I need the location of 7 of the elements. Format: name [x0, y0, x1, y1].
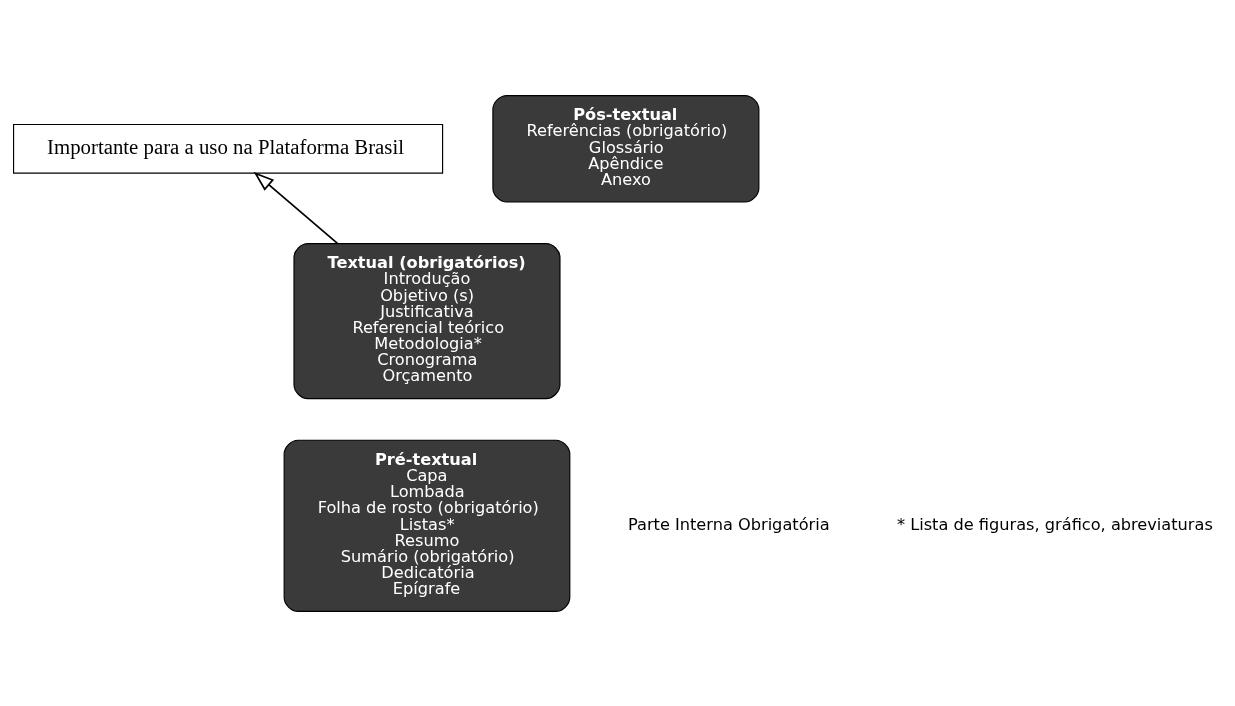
node-box: Pré-textual Capa Lombada Folha de rosto (obrigatório) Listas* Resumo Sumário (obrigatório) Dedicatória Epígrafe	[283, 439, 571, 612]
node-box: Textual (obrigatórios) Introdução Objetivo (s) Justificativa Referencial teórico Metodologia* Cronograma Orçamento	[293, 242, 561, 399]
node-box: Pós-textual Referências (obrigatório) Glossário Apêndice Anexo	[492, 94, 760, 203]
label: * Lista de figuras, gráfico, abreviaturas	[896, 514, 1213, 534]
node-box: Importante para a uso na Plataforma Brasil	[13, 123, 444, 174]
label: Parte Interna Obrigatória	[628, 514, 830, 534]
arrow	[253, 171, 339, 244]
